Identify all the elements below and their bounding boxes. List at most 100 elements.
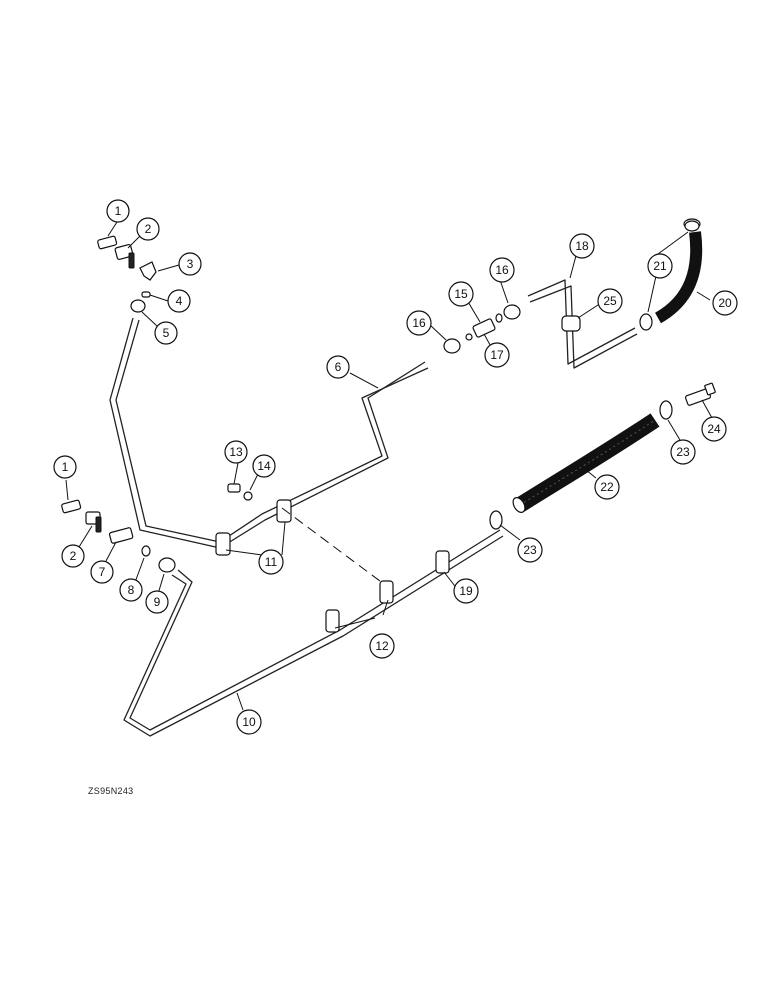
callout-17: 17	[484, 342, 510, 368]
callout-21: 21	[647, 253, 673, 279]
svg-text:3: 3	[187, 257, 194, 271]
fitting-1b	[61, 499, 82, 514]
clamp-25	[561, 315, 581, 332]
callout-16b: 16	[489, 257, 515, 283]
svg-text:23: 23	[523, 543, 537, 557]
callout-23b: 23	[517, 537, 543, 563]
callout-10: 10	[236, 709, 262, 735]
fitting-9-nut	[158, 557, 176, 573]
svg-text:12: 12	[375, 639, 389, 653]
svg-text:1: 1	[115, 204, 122, 218]
fitting-group-middle	[443, 304, 521, 354]
fitting-16a	[443, 338, 461, 354]
callout-25: 25	[597, 288, 623, 314]
nut-14	[243, 491, 253, 501]
fitting-24	[684, 382, 716, 406]
fitting-2a	[114, 243, 134, 261]
svg-text:24: 24	[707, 422, 721, 436]
svg-text:21: 21	[653, 259, 667, 273]
fitting-group-top-left	[97, 235, 157, 313]
fitting-2a-nut	[128, 252, 135, 269]
callout-14: 14	[252, 454, 276, 478]
fitting-1a	[97, 235, 118, 250]
callout-12: 12	[369, 633, 395, 659]
figure-code: ZS95N243	[88, 786, 134, 796]
fitting-5-nut	[130, 299, 146, 313]
hose-clamps	[489, 220, 700, 530]
callout-1a: 1	[106, 199, 130, 223]
callout-9: 9	[145, 590, 169, 614]
clamp-23b	[489, 510, 503, 530]
callout-15: 15	[448, 281, 474, 307]
fitting-17b	[495, 313, 503, 323]
callout-13: 13	[224, 440, 248, 464]
callout-5: 5	[154, 321, 178, 345]
clamp-12a	[325, 609, 340, 633]
svg-text:14: 14	[257, 459, 271, 473]
clamp-23a	[659, 400, 673, 420]
svg-text:17: 17	[490, 348, 504, 362]
svg-text:25: 25	[603, 294, 617, 308]
svg-text:11: 11	[265, 555, 278, 569]
fitting-16b	[503, 304, 521, 320]
svg-text:16: 16	[495, 263, 509, 277]
callout-19: 19	[453, 578, 479, 604]
callout-4: 4	[167, 289, 191, 313]
svg-text:13: 13	[229, 445, 243, 459]
svg-text:20: 20	[718, 296, 732, 310]
clamp-21b	[684, 220, 700, 232]
clamp-11a	[215, 532, 231, 556]
svg-text:19: 19	[459, 584, 473, 598]
svg-text:1: 1	[62, 460, 69, 474]
fitting-17a	[465, 333, 473, 341]
svg-text:18: 18	[575, 239, 589, 253]
callout-6: 6	[326, 355, 350, 379]
svg-text:2: 2	[70, 549, 77, 563]
clamps-12-19	[325, 550, 450, 633]
callout-2a: 2	[136, 217, 160, 241]
callout-7: 7	[90, 560, 114, 584]
bolt-13	[227, 483, 241, 493]
tube-right	[527, 279, 638, 369]
callout-11: 11	[258, 549, 284, 575]
fitting-8	[141, 545, 151, 557]
svg-text:15: 15	[454, 287, 468, 301]
callout-20: 20	[712, 290, 738, 316]
fitting-group-lower-left	[61, 499, 176, 573]
clamps-11	[215, 499, 292, 556]
svg-text:9: 9	[154, 595, 161, 609]
svg-text:23: 23	[676, 445, 690, 459]
clamp-12b	[379, 580, 394, 604]
callout-1b: 1	[53, 455, 77, 479]
callout-18: 18	[569, 233, 595, 259]
clamp-19	[435, 550, 450, 574]
svg-text:7: 7	[99, 565, 106, 579]
fitting-2b-nut	[95, 516, 102, 533]
svg-text:6: 6	[335, 360, 342, 374]
callout-23a: 23	[670, 439, 696, 465]
tube-upper	[109, 317, 429, 549]
svg-text:22: 22	[600, 480, 614, 494]
fitting-15	[472, 318, 496, 338]
svg-text:5: 5	[163, 326, 170, 340]
bolt-13-nut-14	[227, 483, 253, 501]
clamp-21a	[639, 313, 653, 331]
callout-8: 8	[119, 578, 143, 602]
fitting-4	[141, 291, 151, 298]
fitting-7	[108, 527, 134, 544]
callout-2b: 2	[61, 544, 85, 568]
clamp-11b	[276, 499, 292, 523]
svg-text:16: 16	[412, 316, 426, 330]
alignment-dashed-line	[281, 507, 393, 591]
hose-20	[654, 231, 703, 324]
svg-text:8: 8	[128, 583, 135, 597]
hose-22-end	[512, 497, 526, 513]
fitting-3-elbow	[139, 261, 157, 281]
callout-22: 22	[594, 474, 620, 500]
callout-24: 24	[701, 416, 727, 442]
svg-text:10: 10	[242, 715, 256, 729]
svg-text:2: 2	[145, 222, 152, 236]
callout-3: 3	[178, 252, 202, 276]
callout-16a: 16	[406, 310, 432, 336]
